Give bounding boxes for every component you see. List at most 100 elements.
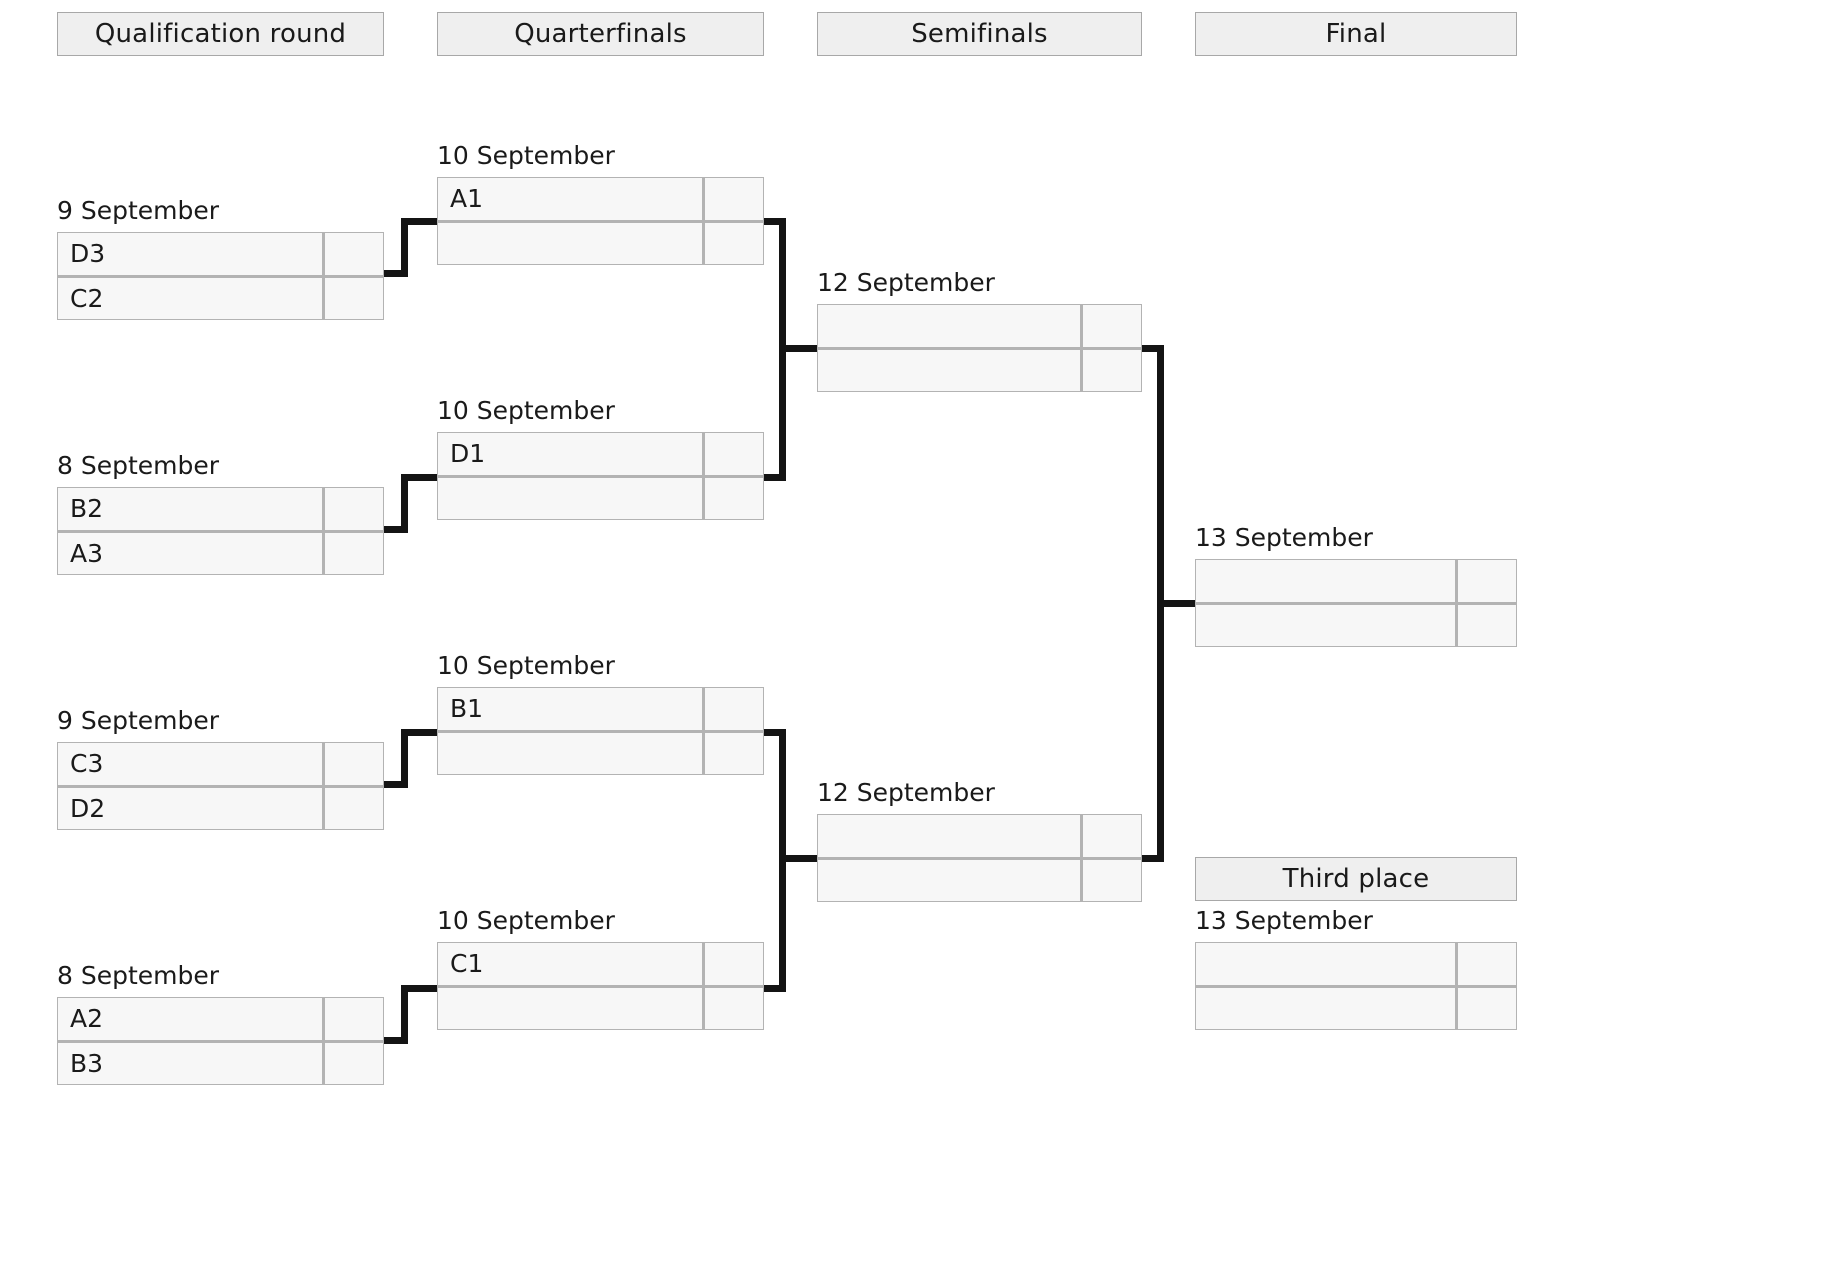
match-quarterfinal-1[interactable]: A1 [437,177,764,265]
team-name: A2 [58,998,325,1040]
round-header-final: Final [1195,12,1517,56]
team-score [325,533,383,575]
date-label-semifinal-2: 12 September [817,780,995,805]
team-name [818,349,1083,391]
match-row[interactable]: D3 [58,233,383,278]
team-score [705,733,763,775]
match-qualification-3[interactable]: C3 D2 [57,742,384,830]
round-header-label: Final [1325,19,1387,49]
team-name [1196,987,1458,1029]
match-row[interactable]: C1 [438,943,763,988]
connector-qual3-to-qf3-v [401,729,408,788]
match-row[interactable]: A2 [58,998,383,1043]
team-name [438,987,705,1029]
team-score [705,988,763,1030]
team-score [1458,943,1516,985]
date-label-third-place: 13 September [1195,908,1373,933]
match-row[interactable]: A3 [58,532,383,575]
date-text: 10 September [437,396,615,425]
team-name: D1 [438,433,705,475]
match-quarterfinal-4[interactable]: C1 [437,942,764,1030]
team-score [705,178,763,220]
match-row[interactable]: C3 [58,743,383,788]
connector-qual2-to-qf2-v [401,474,408,533]
connector-qf2-out [764,474,786,481]
round-header-label: Semifinals [911,19,1048,49]
team-name: B3 [58,1042,325,1084]
team-name: D3 [58,233,325,275]
connector-qual4-to-qf4-h [383,1037,408,1044]
connector-to-sf1 [779,345,819,352]
round-header-label: Qualification round [94,19,347,49]
match-row[interactable] [818,349,1141,391]
team-score [705,433,763,475]
match-row[interactable]: B3 [58,1042,383,1084]
connector-qual1-to-qf1-h [383,270,408,277]
date-text: 13 September [1195,523,1373,552]
connector-qf1-out [764,218,786,225]
match-row[interactable]: C2 [58,277,383,320]
match-row[interactable] [818,859,1141,902]
match-qualification-1[interactable]: D3 C2 [57,232,384,320]
match-final[interactable] [1195,559,1517,647]
team-name: C3 [58,743,325,785]
team-name [818,815,1083,857]
team-score [1458,988,1516,1030]
round-header-semifinals: Semifinals [817,12,1142,56]
match-row[interactable] [1196,604,1516,647]
connector-qual3-to-qf3-h [383,781,408,788]
team-name [1196,943,1458,985]
match-semifinal-1[interactable] [817,304,1142,392]
date-label-quarterfinal-3: 10 September [437,653,615,678]
round-header-quarterfinals: Quarterfinals [437,12,764,56]
team-score [325,233,383,275]
round-header-label: Quarterfinals [514,19,687,49]
match-row[interactable] [438,477,763,520]
team-score [1458,605,1516,647]
match-row[interactable] [1196,943,1516,988]
match-row[interactable]: D1 [438,433,763,478]
match-row[interactable] [438,222,763,264]
match-row[interactable] [1196,987,1516,1030]
match-row[interactable]: B2 [58,488,383,533]
team-score [1458,560,1516,602]
team-name [438,732,705,774]
connector-qual1-to-qf1-in [401,218,439,225]
date-text: 12 September [817,268,995,297]
match-row[interactable]: A1 [438,178,763,223]
match-row[interactable]: B1 [438,688,763,733]
match-quarterfinal-2[interactable]: D1 [437,432,764,520]
match-row[interactable] [438,987,763,1030]
connector-qual1-to-qf1-v [401,218,408,277]
match-qualification-2[interactable]: B2 A3 [57,487,384,575]
match-quarterfinal-3[interactable]: B1 [437,687,764,775]
match-row[interactable] [438,732,763,775]
date-label-qualification-2: 8 September [57,453,219,478]
connector-qf4-out [764,985,786,992]
match-qualification-4[interactable]: A2 B3 [57,997,384,1085]
date-text: 8 September [57,451,220,480]
team-name: A1 [438,178,705,220]
match-row[interactable] [818,815,1141,860]
match-row[interactable]: D2 [58,787,383,829]
team-score [325,278,383,320]
date-label-quarterfinal-1: 10 September [437,143,615,168]
team-name: B2 [58,488,325,530]
match-third-place[interactable] [1195,942,1517,1030]
connector-qual4-to-qf4-in [401,985,439,992]
match-semifinal-2[interactable] [817,814,1142,902]
date-label-final: 13 September [1195,525,1373,550]
date-text: 10 September [437,651,615,680]
team-score [705,478,763,520]
match-row[interactable] [1196,560,1516,605]
team-score [705,943,763,985]
team-score [1083,860,1141,902]
team-name [1196,560,1458,602]
match-row[interactable] [818,305,1141,350]
round-header-third-place: Third place [1195,857,1517,901]
date-label-semifinal-1: 12 September [817,270,995,295]
date-label-qualification-1: 9 September [57,198,219,223]
team-score [1083,815,1141,857]
date-text: 9 September [57,196,220,225]
date-text: 9 September [57,706,220,735]
